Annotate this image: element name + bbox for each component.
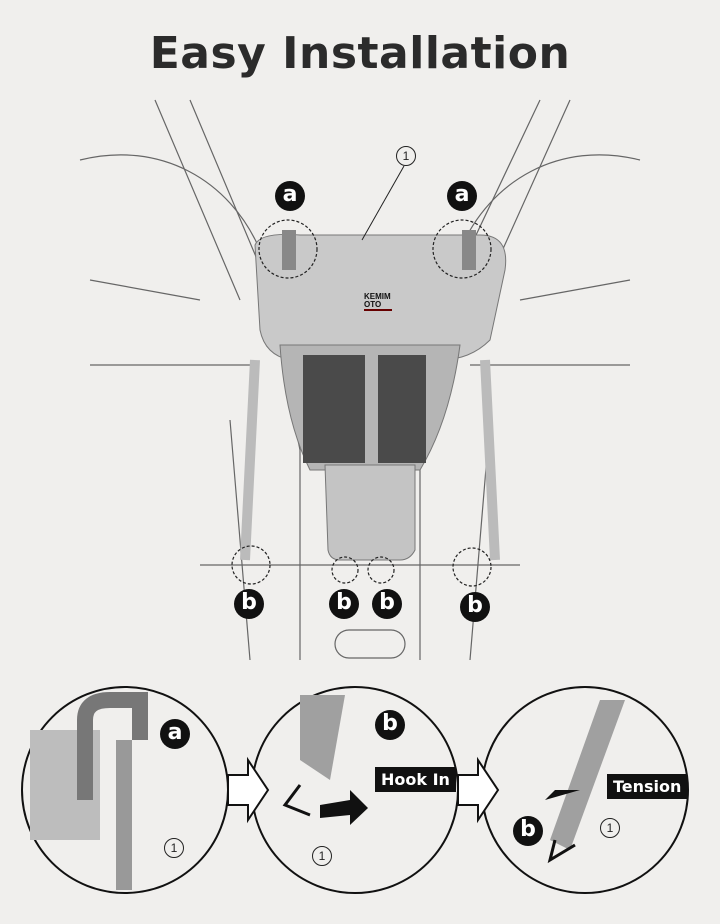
anchor-badge-a: a <box>447 181 477 211</box>
step3-part-marker: 1 <box>600 818 620 838</box>
step1-part-marker: 1 <box>164 838 184 858</box>
step-details <box>30 692 625 890</box>
anchor-badge-b: b <box>460 592 490 622</box>
anchor-badge-b: b <box>234 589 264 619</box>
next-arrows <box>227 756 500 824</box>
step3-badge: b <box>513 816 543 846</box>
pointer-line <box>361 165 405 241</box>
page-title: Easy Installation <box>149 28 571 79</box>
anchor-circles <box>231 219 492 587</box>
part-number-marker: 1 <box>396 146 416 166</box>
step2-part-marker: 1 <box>312 846 332 866</box>
brand-logo: KEMIMOTO <box>364 292 392 311</box>
anchor-badge-a: a <box>275 181 305 211</box>
mesh-pocket-left <box>303 355 365 463</box>
organizer-product <box>240 230 507 561</box>
step2-action-label: Hook In <box>375 767 456 792</box>
step2-badge: b <box>375 710 405 740</box>
mesh-pocket-right <box>378 355 426 463</box>
step3-action-label: Tension <box>607 774 688 799</box>
vehicle-outline <box>79 99 641 661</box>
step1-badge: a <box>160 719 190 749</box>
anchor-badge-b: b <box>372 589 402 619</box>
anchor-badge-b: b <box>329 589 359 619</box>
